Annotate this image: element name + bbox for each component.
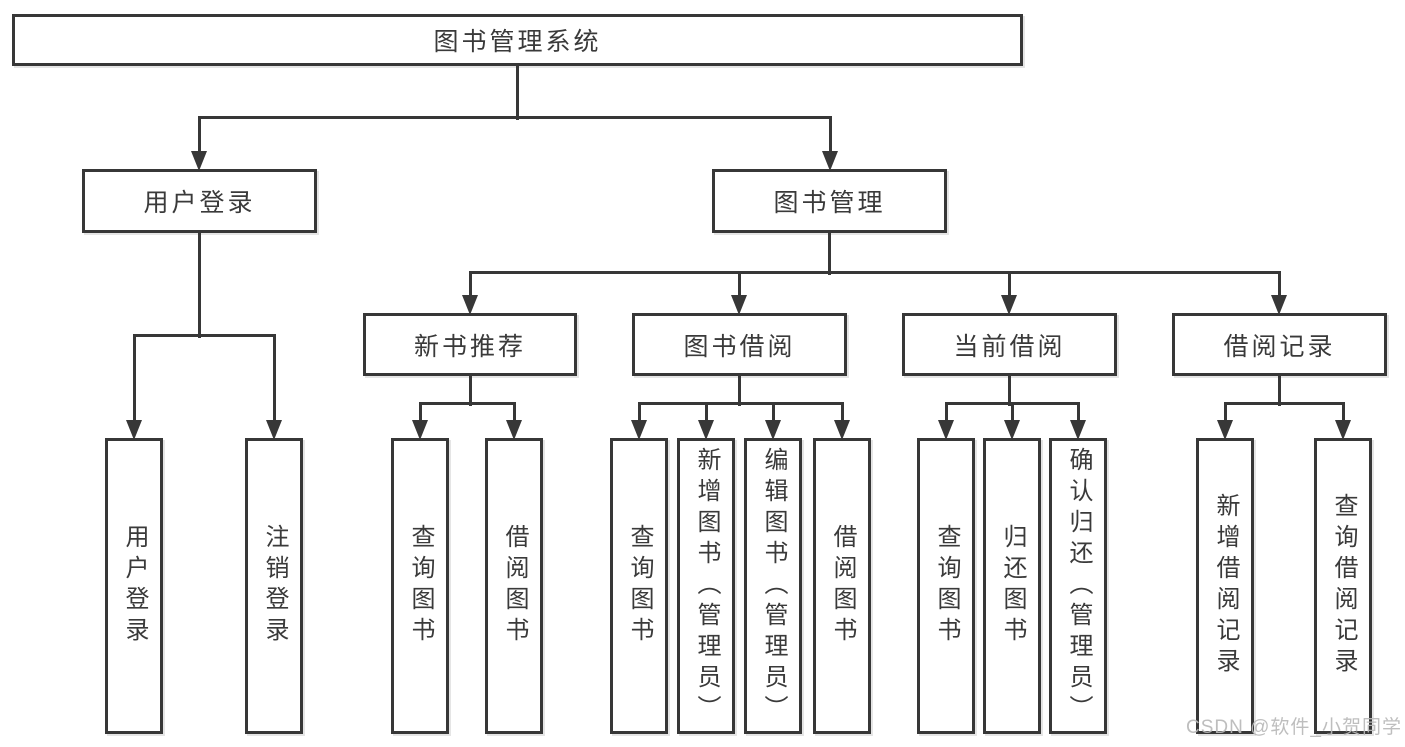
connector-line: [1277, 376, 1281, 406]
arrowhead-icon: [1070, 420, 1086, 440]
connector-line: [1007, 376, 1011, 406]
node-label: 归还图书: [999, 524, 1026, 648]
connector-line: [516, 66, 519, 120]
connector-line: [132, 333, 276, 337]
node-label: 查询图书: [626, 524, 653, 648]
leaf-borrow-books-recommend: 借阅图书: [485, 438, 543, 734]
leaf-confirm-return-admin: 确认归还（管理员）: [1049, 438, 1107, 734]
arrowhead-icon: [506, 420, 522, 440]
arrowhead-icon: [834, 420, 850, 440]
leaf-query-books-recommend: 查询图书: [391, 438, 449, 734]
node-label: 注销登录: [261, 524, 288, 648]
node-label: 编辑图书（管理员）: [760, 446, 787, 726]
leaf-logout-login: 注销登录: [245, 438, 303, 734]
arrowhead-icon: [462, 295, 478, 315]
connector-line: [828, 117, 832, 155]
node-book-borrowing: 图书借阅: [632, 313, 847, 376]
node-label: 查询借阅记录: [1330, 493, 1357, 679]
node-label: 当前借阅: [953, 332, 1066, 361]
connector-line: [132, 335, 136, 424]
arrowhead-icon: [1217, 420, 1233, 440]
node-label: 借阅图书: [829, 524, 856, 648]
leaf-query-books-current: 查询图书: [917, 438, 975, 734]
connector-line: [840, 403, 844, 424]
connector-line: [704, 403, 708, 424]
leaf-return-books: 归还图书: [983, 438, 1041, 734]
node-label: 新增图书（管理员）: [693, 446, 720, 726]
connector-line: [737, 376, 741, 406]
leaf-add-borrow-record: 新增借阅记录: [1196, 438, 1254, 734]
node-label: 借阅图书: [501, 524, 528, 648]
arrowhead-icon: [1004, 420, 1020, 440]
arrowhead-icon: [1271, 295, 1287, 315]
connector-line: [637, 403, 641, 424]
connector-line: [1341, 403, 1345, 424]
connector-line: [468, 272, 472, 299]
connector-line: [944, 403, 948, 424]
node-label: 查询图书: [407, 524, 434, 648]
node-label: 查询图书: [933, 524, 960, 648]
connector-line: [197, 117, 201, 155]
leaf-query-books-borrowing: 查询图书: [610, 438, 668, 734]
node-label: 新增借阅记录: [1212, 493, 1239, 679]
connector-line: [197, 233, 201, 338]
node-label: 图书管理系统: [433, 28, 602, 56]
connector-line: [1223, 401, 1345, 405]
arrowhead-icon: [731, 295, 747, 315]
arrowhead-icon: [126, 420, 142, 440]
connector-line: [1223, 403, 1227, 424]
connector-line: [1007, 272, 1011, 299]
connector-line: [272, 335, 276, 424]
leaf-edit-books-admin: 编辑图书（管理员）: [744, 438, 802, 734]
arrowhead-icon: [266, 420, 282, 440]
leaf-borrow-books-borrowing: 借阅图书: [813, 438, 871, 734]
csdn-watermark: CSDN @软件_小贺同学: [1186, 717, 1402, 738]
node-label: 确认归还（管理员）: [1065, 446, 1092, 726]
node-label: 借阅记录: [1223, 332, 1336, 361]
connector-line: [1010, 403, 1014, 424]
node-label: 用户登录: [143, 189, 256, 217]
node-label: 新书推荐: [413, 332, 526, 361]
node-current-borrowing: 当前借阅: [902, 313, 1117, 376]
arrowhead-icon: [631, 420, 647, 440]
node-borrow-records: 借阅记录: [1172, 313, 1387, 376]
arrowhead-icon: [412, 420, 428, 440]
node-new-book-recommend: 新书推荐: [363, 313, 577, 376]
connector-line: [197, 115, 832, 119]
arrowhead-icon: [1335, 420, 1351, 440]
connector-line: [468, 376, 472, 406]
node-label: 用户登录: [121, 524, 148, 648]
connector-line: [771, 403, 775, 424]
arrowhead-icon: [1001, 295, 1017, 315]
connector-line: [1076, 403, 1080, 424]
arrowhead-icon: [698, 420, 714, 440]
node-user-login: 用户登录: [82, 169, 317, 233]
arrowhead-icon: [822, 151, 838, 171]
node-library-management-system: 图书管理系统: [12, 14, 1023, 66]
connector-line: [828, 233, 831, 275]
leaf-query-borrow-record: 查询借阅记录: [1314, 438, 1372, 734]
node-label: 图书管理: [773, 189, 886, 217]
node-label: 图书借阅: [683, 332, 796, 361]
connector-line: [737, 272, 741, 299]
connector-line: [1277, 272, 1281, 299]
connector-line: [512, 403, 516, 424]
arrowhead-icon: [191, 151, 207, 171]
leaf-user-login: 用户登录: [105, 438, 163, 734]
arrowhead-icon: [765, 420, 781, 440]
arrowhead-icon: [938, 420, 954, 440]
leaf-add-books-admin: 新增图书（管理员）: [677, 438, 735, 734]
connector-line: [418, 401, 516, 405]
connector-line: [468, 270, 1281, 274]
connector-line: [418, 403, 422, 424]
node-book-management: 图书管理: [712, 169, 947, 233]
connector-line: [637, 401, 844, 405]
